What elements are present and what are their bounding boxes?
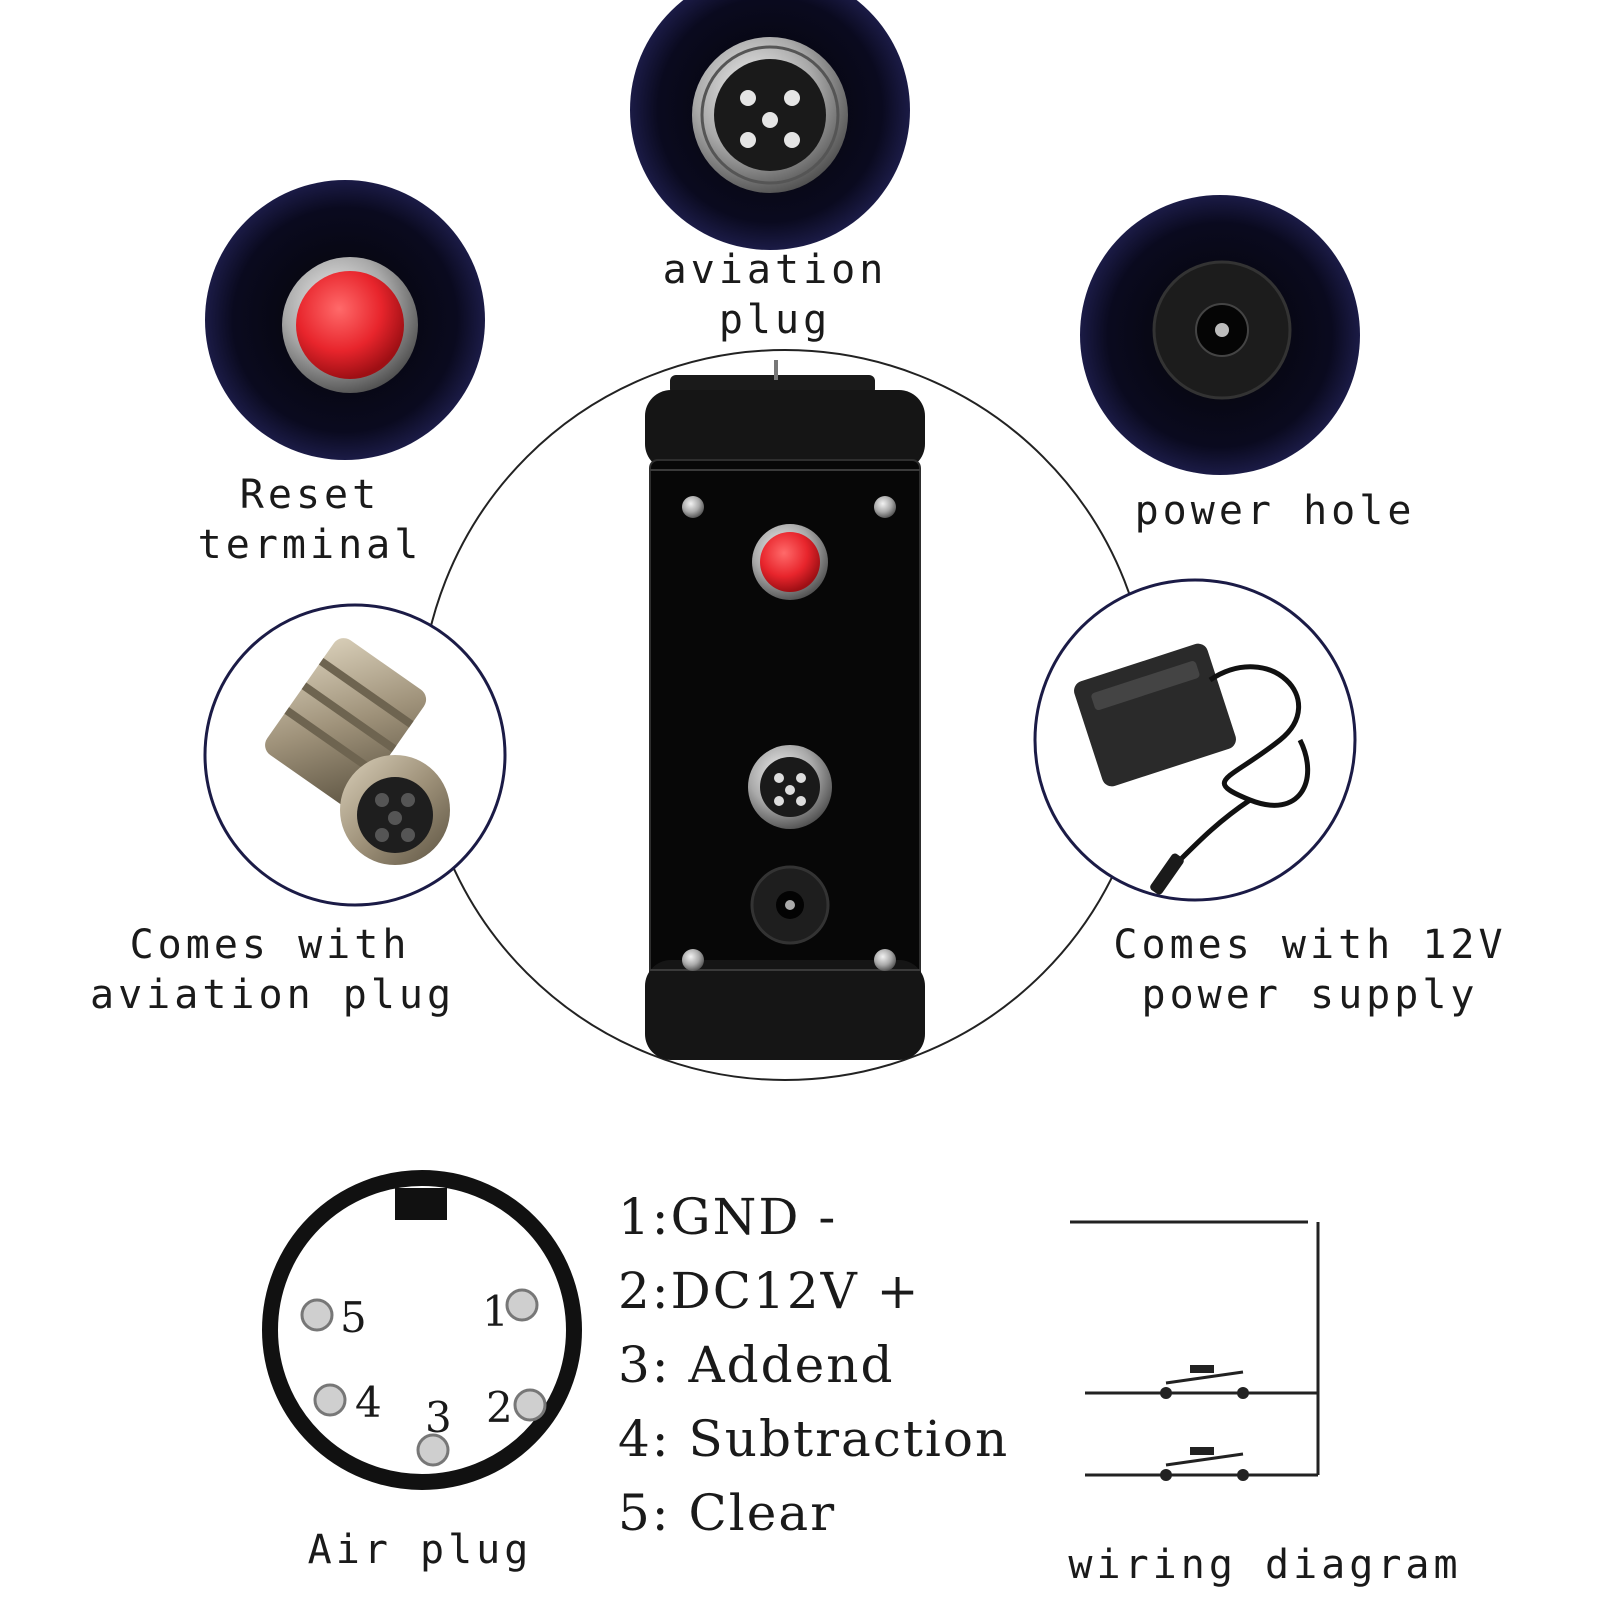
power-hole-label: power hole — [1130, 486, 1420, 536]
pin-3-marker — [416, 1433, 450, 1467]
label-line: plug — [718, 297, 832, 343]
reset-button-closeup — [205, 180, 485, 460]
aviation-plug-label: aviation plug — [660, 245, 890, 345]
pinout-row-5: 5: Clear — [618, 1484, 837, 1542]
wiring-diagram-caption: wiring diagram — [1068, 1542, 1462, 1588]
air-plug-caption: Air plug — [307, 1527, 533, 1573]
label-line: aviation — [662, 247, 888, 293]
label-line: power supply — [1141, 972, 1479, 1018]
pinout-row-2: 2:DC12V + — [618, 1262, 921, 1320]
pin-2-marker — [513, 1388, 547, 1422]
pinout-row-3: 3: Addend — [618, 1336, 895, 1394]
comes-with-aviation-plug-label: Comes with aviation plug — [90, 920, 456, 1020]
label-line: Comes with — [129, 922, 411, 968]
pinout-row-1: 1:GND - — [618, 1188, 838, 1246]
pin-4-marker — [313, 1383, 347, 1417]
label-line: power hole — [1134, 488, 1416, 534]
pinout-row-4: 4: Subtraction — [618, 1410, 1010, 1468]
label-line: Comes with 12V — [1113, 922, 1507, 968]
pinout-list: 1:GND - 2:DC12V + 3: Addend 4: Subtracti… — [618, 1180, 1009, 1550]
label-line: terminal — [197, 522, 423, 568]
wiring-diagram-schematic — [1070, 1220, 1320, 1481]
label-line: aviation plug — [90, 972, 456, 1018]
pin-number-4: 4 — [355, 1378, 382, 1427]
pin-1-marker — [505, 1288, 539, 1322]
label-line: Reset — [239, 472, 381, 518]
aviation-plug-accessory — [203, 603, 507, 907]
pin-number-5: 5 — [340, 1293, 367, 1342]
pin-5-marker — [300, 1298, 334, 1332]
aviation-plug-closeup — [630, 0, 910, 250]
comes-with-12v-supply-label: Comes with 12V power supply — [1110, 920, 1510, 1020]
power-adapter-accessory — [1033, 578, 1357, 902]
pin-number-1: 1 — [482, 1287, 509, 1336]
reset-terminal-label: Reset terminal — [190, 470, 430, 570]
power-hole-closeup — [1080, 195, 1360, 475]
pin-number-2: 2 — [486, 1383, 513, 1432]
pin-number-3: 3 — [425, 1393, 452, 1442]
air-plug-schematic — [262, 1170, 582, 1490]
device-front-panel — [645, 360, 925, 1060]
